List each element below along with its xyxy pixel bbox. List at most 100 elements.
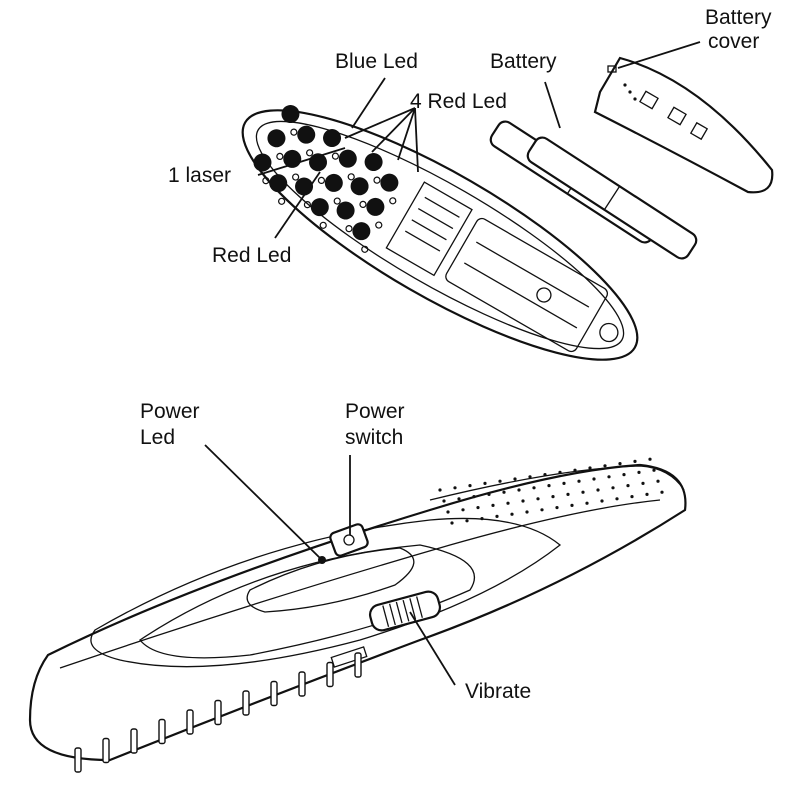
bristle bbox=[102, 737, 110, 764]
texture-dot bbox=[536, 497, 540, 501]
texture-dot bbox=[438, 488, 442, 492]
texture-dot bbox=[468, 484, 472, 488]
battery-label: Battery bbox=[490, 50, 557, 73]
bristle bbox=[354, 652, 362, 678]
leader-battery-cover bbox=[617, 41, 701, 69]
power-switch-label-2: switch bbox=[345, 426, 403, 449]
led-dot bbox=[352, 222, 371, 241]
red-led-label: Red Led bbox=[212, 244, 291, 267]
led-socket bbox=[292, 173, 300, 181]
power-led-label-2: Led bbox=[140, 426, 175, 449]
led-dot bbox=[350, 177, 369, 196]
texture-dot bbox=[656, 479, 660, 483]
led-dot bbox=[267, 129, 286, 148]
vibrate-label: Vibrate bbox=[465, 680, 531, 703]
led-dot bbox=[364, 153, 383, 172]
texture-dot bbox=[472, 495, 476, 499]
led-socket bbox=[389, 197, 397, 205]
led-dot bbox=[336, 201, 355, 220]
texture-dot bbox=[480, 517, 484, 521]
led-dot bbox=[380, 173, 399, 192]
texture-dot bbox=[495, 514, 499, 519]
leader-vibrate bbox=[409, 611, 456, 686]
comb-head-open bbox=[241, 105, 639, 361]
texture-dot bbox=[630, 495, 634, 499]
comb-assembled bbox=[28, 457, 687, 773]
texture-dot bbox=[555, 506, 559, 510]
led-socket bbox=[303, 201, 312, 209]
texture-dot bbox=[491, 503, 495, 507]
texture-dot bbox=[603, 464, 607, 468]
texture-dot bbox=[611, 486, 615, 490]
led-socket bbox=[333, 197, 341, 205]
end-contact bbox=[599, 322, 619, 343]
leader-battery bbox=[544, 81, 561, 129]
led-dot bbox=[366, 197, 385, 216]
texture-dot bbox=[633, 459, 637, 463]
battery-pair bbox=[489, 120, 698, 260]
texture-dot bbox=[585, 501, 589, 505]
leader-red-led-4 bbox=[414, 107, 419, 173]
texture-dot bbox=[618, 462, 622, 466]
led-socket bbox=[347, 173, 355, 181]
texture-dot bbox=[506, 501, 510, 505]
texture-dot bbox=[525, 510, 529, 514]
bristle bbox=[130, 728, 138, 754]
one-laser-label: 1 laser bbox=[168, 164, 231, 187]
texture-dot bbox=[442, 499, 446, 503]
leader-power-led bbox=[204, 444, 323, 561]
texture-dot bbox=[641, 481, 645, 485]
texture-dot bbox=[648, 457, 652, 461]
battery-compartment bbox=[445, 217, 609, 353]
texture-dot bbox=[562, 481, 566, 485]
bristle bbox=[74, 747, 82, 773]
texture-dot bbox=[465, 519, 469, 523]
comb-head-inner-rim bbox=[255, 120, 625, 350]
led-socket bbox=[262, 177, 270, 185]
label-plate bbox=[385, 181, 473, 277]
leader-red-led bbox=[274, 171, 321, 239]
bristle bbox=[270, 680, 278, 707]
leader-red-led-2 bbox=[371, 107, 416, 153]
texture-dot bbox=[558, 470, 562, 474]
led-dot bbox=[338, 149, 357, 168]
texture-dot bbox=[592, 477, 596, 481]
leader-blue-led bbox=[351, 77, 386, 129]
leader-red-led-1 bbox=[344, 107, 416, 139]
bristle bbox=[158, 718, 166, 745]
led-dot bbox=[295, 177, 314, 196]
led-socket bbox=[319, 221, 327, 229]
led-socket bbox=[375, 221, 383, 229]
texture-dot bbox=[446, 510, 450, 514]
leader-lines bbox=[204, 41, 701, 686]
texture-dot bbox=[502, 490, 506, 494]
led-dot bbox=[310, 198, 329, 217]
leader-red-led-3 bbox=[397, 107, 416, 161]
texture-dot bbox=[513, 477, 517, 481]
texture-dot bbox=[461, 508, 465, 512]
led-dot bbox=[323, 129, 342, 148]
comb-head-outline bbox=[241, 109, 639, 361]
texture-dot bbox=[547, 484, 551, 488]
texture-dot bbox=[551, 495, 555, 499]
led-socket bbox=[317, 176, 326, 184]
texture-dot bbox=[645, 492, 649, 496]
texture-dot bbox=[570, 503, 574, 507]
texture-dot bbox=[450, 521, 454, 525]
led-socket bbox=[290, 128, 298, 136]
led-dot bbox=[253, 153, 272, 172]
callout-labels: Battery cover Blue Led Battery 4 Red Led… bbox=[140, 6, 772, 703]
texture-dot bbox=[543, 473, 547, 477]
led-dot bbox=[269, 174, 288, 193]
texture-dot bbox=[521, 499, 525, 503]
led-socket bbox=[345, 225, 353, 233]
comb-body-outline bbox=[28, 463, 687, 762]
bristle bbox=[214, 699, 222, 726]
texture-dot bbox=[626, 484, 630, 488]
bristle bbox=[186, 709, 194, 735]
texture-dot bbox=[596, 488, 600, 492]
led-dot bbox=[281, 105, 300, 124]
texture-dot bbox=[532, 486, 536, 490]
led-dot bbox=[297, 125, 316, 144]
